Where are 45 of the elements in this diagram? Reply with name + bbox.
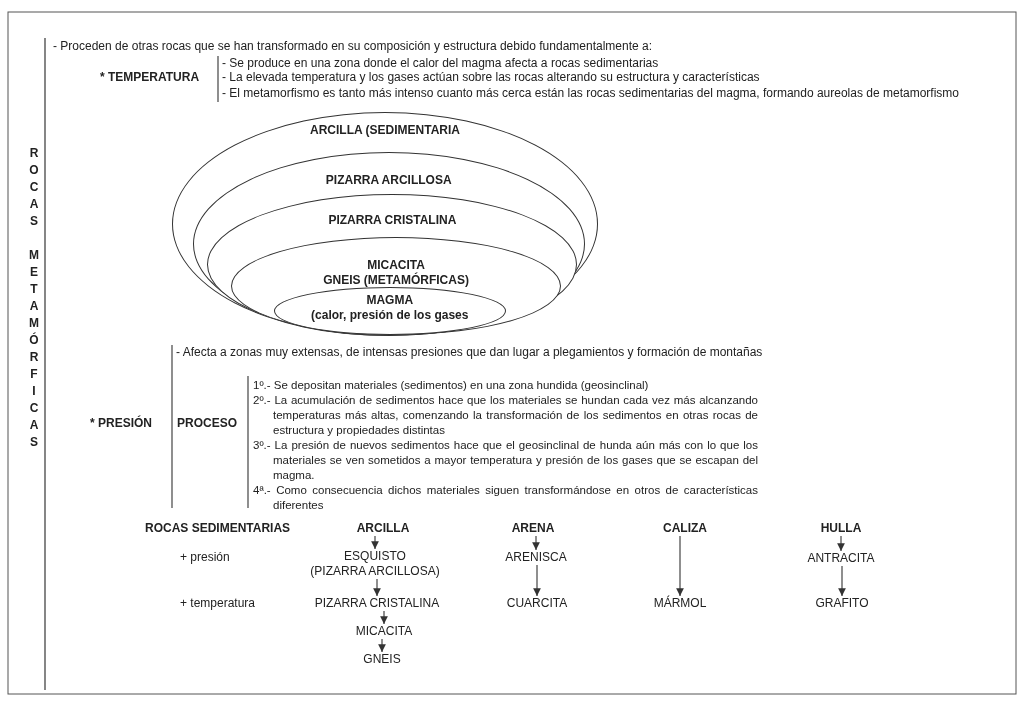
rock-name: PIZARRA CRISTALINA: [314, 596, 440, 611]
arrow: [676, 535, 684, 597]
rock-name: ARENA: [511, 521, 555, 536]
process-step: 4ª.- Como consecuencia dichos materiales siguen transformándose en otros de características diferentes: [253, 483, 758, 513]
note-text: - El metamorfismo es tanto más intenso cuanto más cerca están las rocas sedimentarias del magma, formando aureolas de metamorfismo: [222, 86, 959, 100]
process-step: 2º.- La acumulación de sedimentos hace que los materiales se hundan cada vez más alcanzando temperaturas más altas, comenzando la transformación de los sedimentos en otras rocas de estructura y propiedades distintas: [253, 393, 758, 438]
heading-text: * PRESIÓN: [90, 416, 152, 430]
arrow: [371, 535, 379, 550]
arrow: [373, 578, 381, 597]
layer-label: GNEIS (METAMÓRFICAS): [323, 273, 469, 288]
note-text: - Se produce en una zona donde el calor del magma afecta a rocas sedimentarias: [222, 56, 659, 70]
rock-name: ESQUISTO (PIZARRA ARCILLOSA): [310, 549, 440, 579]
rock-name: CALIZA: [663, 521, 707, 536]
rock-name: ARCILLA: [356, 521, 410, 536]
rock-name: ARENISCA: [505, 550, 567, 565]
heading-text: ROCAS SEDIMENTARIAS: [145, 521, 291, 535]
layer-label: MAGMA: [366, 292, 414, 307]
layer-label: MICACITA: [367, 258, 425, 273]
heading-text: PROCESO: [177, 416, 237, 430]
note-text: - La elevada temperatura y los gases actúan sobre las rocas alterando su estructura y características: [222, 70, 760, 84]
arrow: [533, 564, 541, 597]
rock-name: ANTRACITA: [807, 551, 875, 566]
rock-name: CUARCITA: [506, 596, 568, 611]
process-step: 1º.- Se depositan materiales (sedimentos) en una zona hundida (geosinclinal): [253, 378, 758, 393]
process-step: 3º.- La presión de nuevos sedimentos hace que el geosinclinal de hunda aún más con lo que los materiales se ven sometidos a mayor temperatura y presión de los gases que se escapan del magma.: [253, 438, 758, 483]
rock-name: HULLA: [820, 521, 862, 536]
note-text: - Proceden de otras rocas que se han transformado en su composición y estructura debido fundamentalmente a:: [53, 39, 652, 53]
note-text: + temperatura: [180, 596, 256, 610]
layer-label: PIZARRA ARCILLOSA: [325, 172, 452, 187]
note-text: - Afecta a zonas muy extensas, de intensas presiones que dan lugar a plegamientos y formación de montañas: [176, 345, 763, 359]
heading-text: * TEMPERATURA: [100, 70, 200, 84]
layer-label: PIZARRA CRISTALINA: [328, 213, 457, 228]
layer-label: (calor, presión de los gases: [311, 307, 469, 322]
arrow: [838, 565, 846, 597]
rock-name: MICACITA: [355, 624, 413, 639]
vertical-title: ROCAS METAMÓRFICAS: [27, 146, 40, 452]
arrow: [380, 610, 388, 625]
rock-name: GNEIS: [363, 652, 401, 667]
arrow: [532, 535, 540, 551]
arrow: [837, 535, 845, 552]
layer-label: ARCILLA (SEDIMENTARIA: [310, 123, 460, 137]
note-text: + presión: [180, 550, 230, 564]
rock-name: GRAFITO: [815, 596, 869, 611]
rock-name: MÁRMOL: [653, 596, 707, 611]
arrow: [378, 638, 386, 653]
